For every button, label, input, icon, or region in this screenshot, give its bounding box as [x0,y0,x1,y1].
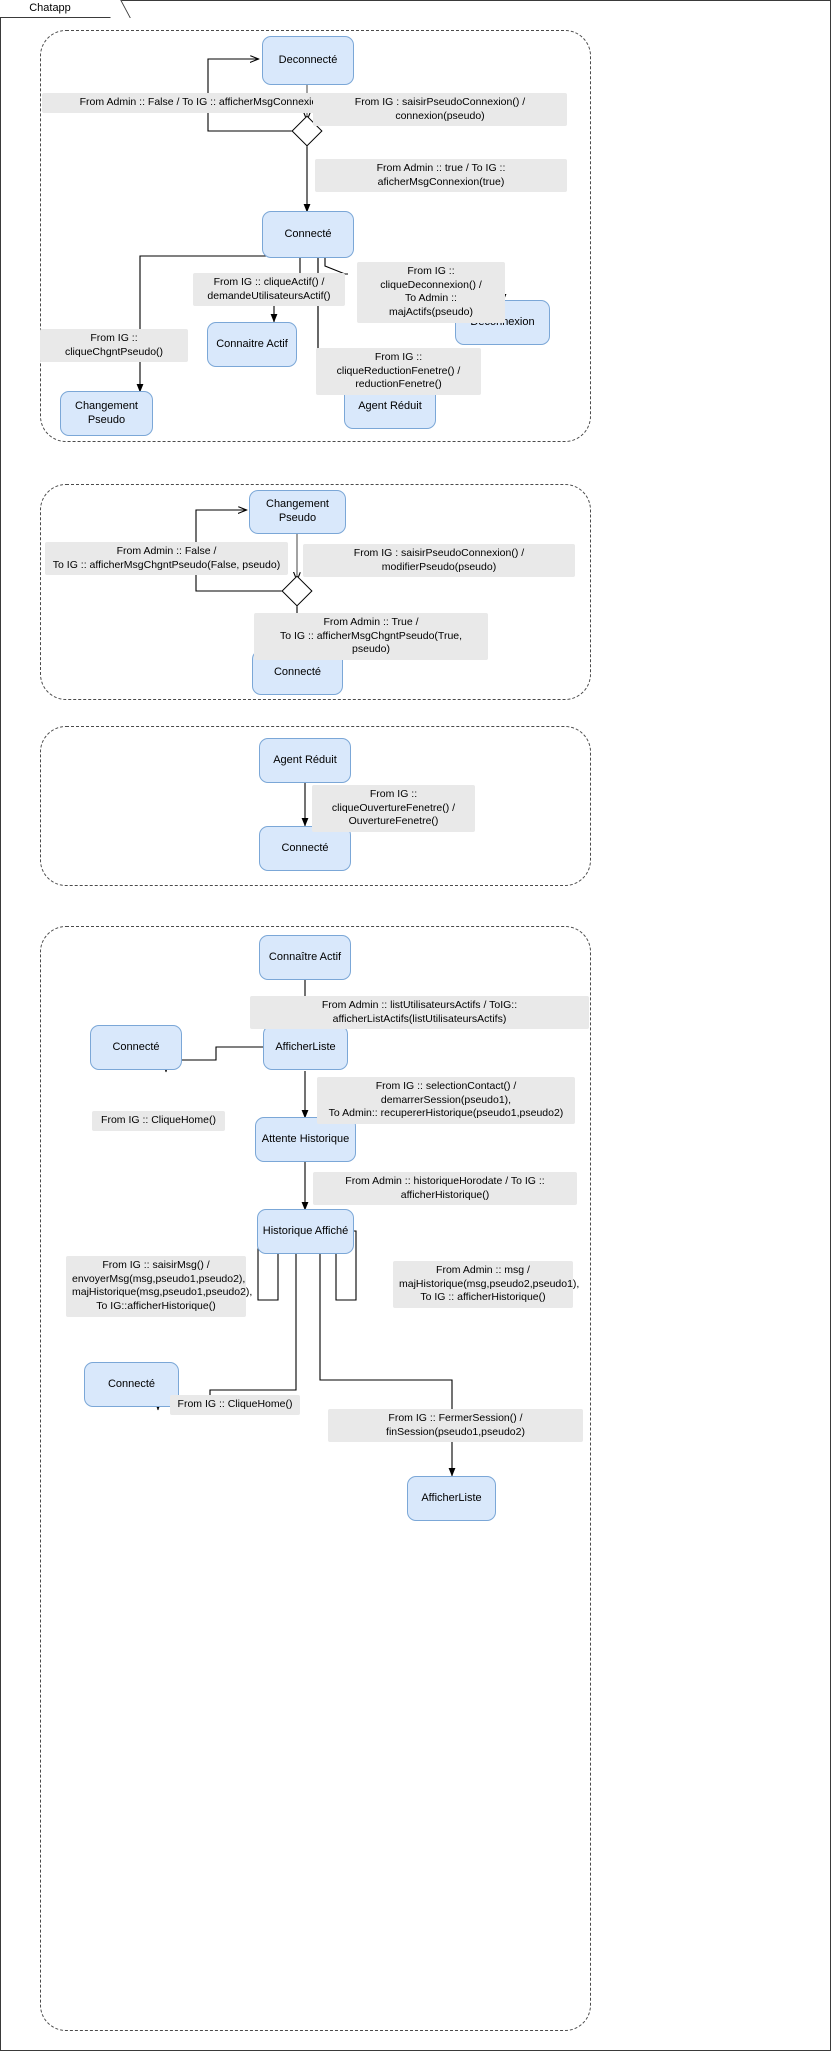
transition-label-clique-deconnexion: From IG :: cliqueDeconnexion() / To Admi… [357,262,505,323]
state-label: Changement Pseudo [266,498,329,524]
state-connecte[interactable]: Connecté [262,211,354,258]
transition-label-saisir-msg: From IG :: saisirMsg() / envoyerMsg(msg,… [66,1256,252,1317]
state-label: Connecté [112,1040,160,1053]
state-h-connecte-1[interactable]: Connecté [90,1025,182,1070]
state-h-afficherliste-2[interactable]: AfficherListe [407,1476,496,1521]
transition-label-chgnt-pseudo-true: From Admin :: True / To IG :: afficherMs… [254,613,488,660]
state-label: Attente Historique [261,1132,350,1145]
state-label: Agent Réduit [273,753,337,766]
state-label: Connecté [284,227,332,240]
state-label: Connecté [273,665,322,678]
transition-label-afficher-list-actifs: From Admin :: listUtilisateursActifs / T… [250,996,589,1030]
transition-label-recoit-msg: From Admin :: msg / majHistorique(msg,ps… [393,1261,579,1308]
transition-label-clique-reduction-fenetre: From IG :: cliqueReductionFenetre() / re… [316,348,481,395]
state-ar-connecte[interactable]: Connecté [259,826,351,871]
region-historique [40,926,591,2031]
state-label: Changement Pseudo [75,399,138,426]
state-label: Connaître Actif [268,950,342,963]
state-h-historique-affiche[interactable]: Historique Affiché [257,1209,354,1254]
transition-label-afficher-msg-connexion-true: From Admin :: true / To IG :: aficherMsg… [315,159,567,193]
transition-label-selection-contact: From IG :: selectionContact() / demarrer… [317,1077,575,1124]
state-deconnecte[interactable]: Deconnecté [262,36,354,85]
transition-label-saisir-pseudo-connexion: From IG : saisirPseudoConnexion() / conn… [313,93,567,127]
transition-label-modifier-pseudo: From IG : saisirPseudoConnexion() / modi… [303,544,575,578]
transition-label-clique-home-1: From IG :: CliqueHome() [92,1111,225,1131]
state-label: AfficherListe [421,1491,482,1504]
window-tab-label: Chatapp [29,2,71,14]
transition-label-clique-actif: From IG :: cliqueActif() / demandeUtilis… [193,273,345,307]
state-h-attente-historique[interactable]: Attente Historique [255,1117,356,1162]
state-label: Connaitre Actif [216,337,288,350]
region-agent-reduit [40,726,591,886]
state-label: Deconnecté [278,53,338,66]
state-label: Agent Réduit [358,399,422,412]
region-connexion [40,30,591,442]
state-h-connecte-2[interactable]: Connecté [84,1362,179,1407]
state-label: Connecté [281,841,329,854]
state-ar-agent-reduit[interactable]: Agent Réduit [259,738,351,783]
transition-label-historique-horodate: From Admin :: historiqueHorodate / To IG… [313,1172,577,1206]
state-cp-changement-pseudo[interactable]: Changement Pseudo [249,490,346,534]
region-changement-pseudo [40,484,591,700]
state-h-afficherliste[interactable]: AfficherListe [263,1025,348,1070]
transition-label-chgnt-pseudo-false: From Admin :: False / To IG :: afficherM… [45,542,288,576]
state-label: AfficherListe [275,1040,336,1053]
transition-label-clique-ouverture-fenetre: From IG :: cliqueOuvertureFenetre() / Ou… [312,785,475,832]
state-label: Historique Affiché [262,1224,349,1237]
transition-label-clique-home-2: From IG :: CliqueHome() [170,1395,300,1415]
state-connaitre-actif[interactable]: Connaitre Actif [207,322,297,367]
transition-label-fermer-session: From IG :: FermerSession() / finSession(… [328,1409,583,1443]
state-label: Connecté [107,1377,156,1390]
transition-label-clique-chgnt-pseudo: From IG :: cliqueChgntPseudo() [40,329,188,363]
state-h-connaitre-actif[interactable]: Connaître Actif [259,935,351,980]
state-changement-pseudo[interactable]: Changement Pseudo [60,391,153,436]
